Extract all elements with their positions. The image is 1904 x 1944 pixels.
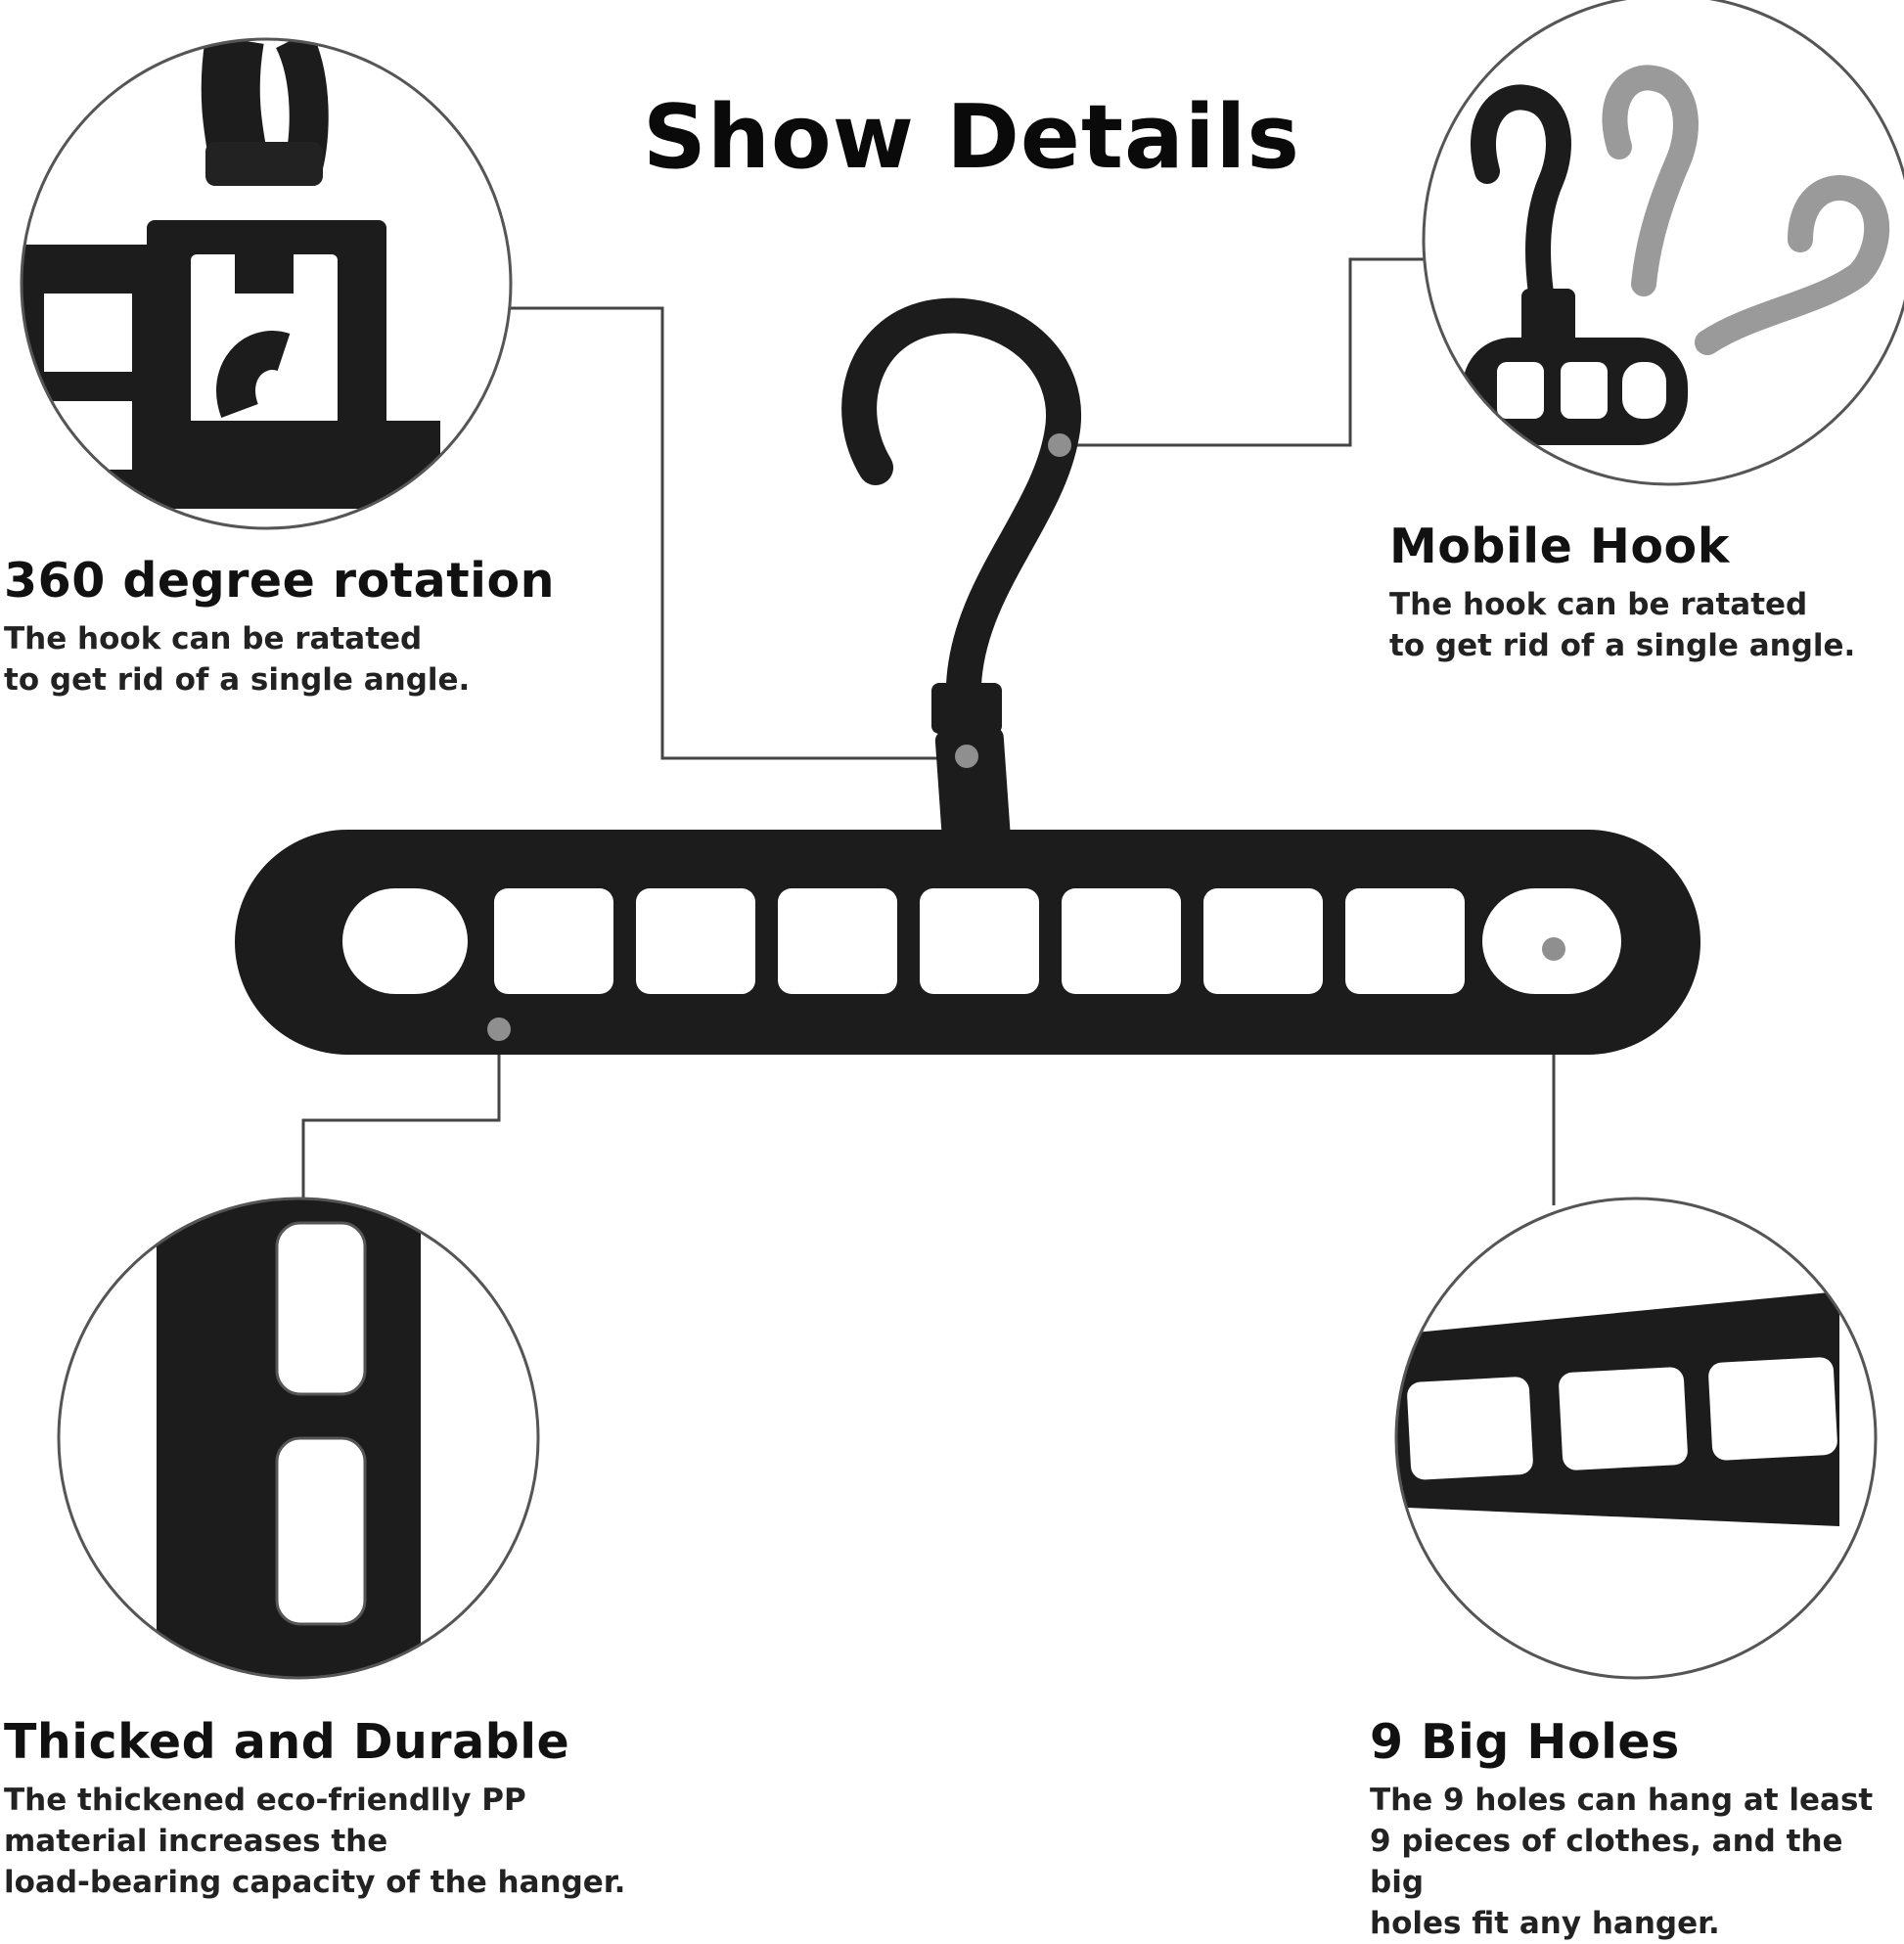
hole-4 — [778, 888, 897, 994]
detail-circle-mobile-hook — [1424, 0, 1904, 484]
feature-mobile-hook-description: The hook can be ratated to get rid of a … — [1389, 584, 1855, 666]
hole-8 — [1345, 888, 1465, 994]
feature-mobile-hook-line-1: The hook can be ratated — [1389, 587, 1808, 622]
hole-1 — [342, 888, 468, 994]
page-title: Show Details — [643, 86, 1300, 189]
feature-rotation: 360 degree rotation The hook can be rata… — [4, 553, 555, 701]
feature-rotation-heading: 360 degree rotation — [4, 553, 555, 609]
callout-dot-mobile-hook — [1048, 433, 1071, 457]
leader-line-durable — [301, 1029, 501, 1198]
feature-holes: 9 Big Holes The 9 holes can hang at leas… — [1370, 1714, 1904, 1944]
hanger-hook — [841, 297, 1081, 702]
detail-circle-holes — [1396, 1198, 1876, 1678]
feature-durable-description: The thickened eco-friendlly PP material … — [4, 1780, 625, 1903]
feature-durable-line-1: The thickened eco-friendlly PP — [4, 1783, 526, 1818]
hole-6 — [1062, 888, 1181, 994]
feature-rotation-line-2: to get rid of a single angle. — [4, 662, 471, 698]
feature-mobile-hook-line-2: to get rid of a single angle. — [1389, 628, 1856, 663]
callout-dot-rotation — [955, 745, 978, 768]
leader-line-rotation — [509, 306, 964, 760]
feature-holes-line-3: holes fit any hanger. — [1370, 1906, 1720, 1941]
hole-3 — [636, 888, 755, 994]
feature-holes-heading: 9 Big Holes — [1370, 1714, 1680, 1770]
feature-holes-line-1: The 9 holes can hang at least — [1370, 1783, 1874, 1818]
feature-rotation-description: The hook can be ratated to get rid of a … — [4, 618, 555, 701]
hole-7 — [1203, 888, 1323, 994]
product-illustration — [20, 0, 1904, 1680]
feature-rotation-line-1: The hook can be ratated — [4, 621, 423, 656]
leader-line-mobile-hook — [1062, 257, 1424, 447]
feature-mobile-hook: Mobile Hook The hook can be ratated to g… — [1389, 519, 1855, 666]
feature-durable-line-3: load-bearing capacity of the hanger. — [4, 1865, 626, 1900]
feature-durable-heading: Thicked and Durable — [4, 1714, 570, 1770]
feature-holes-description: The 9 holes can hang at least 9 pieces o… — [1370, 1780, 1904, 1944]
hole-5 — [920, 888, 1039, 994]
feature-durable-line-2: material increases the — [4, 1824, 388, 1859]
feature-holes-line-2: 9 pieces of clothes, and the big — [1370, 1824, 1843, 1900]
hook-collar — [931, 683, 1002, 734]
feature-durable: Thicked and Durable The thickened eco-fr… — [4, 1714, 625, 1903]
callout-dot-durable — [487, 1017, 511, 1041]
callout-dot-holes — [1542, 937, 1565, 961]
hole-2 — [494, 888, 613, 994]
feature-mobile-hook-heading: Mobile Hook — [1389, 519, 1730, 574]
detail-circle-durable — [59, 1198, 538, 1678]
hanger-holes — [342, 888, 1621, 994]
